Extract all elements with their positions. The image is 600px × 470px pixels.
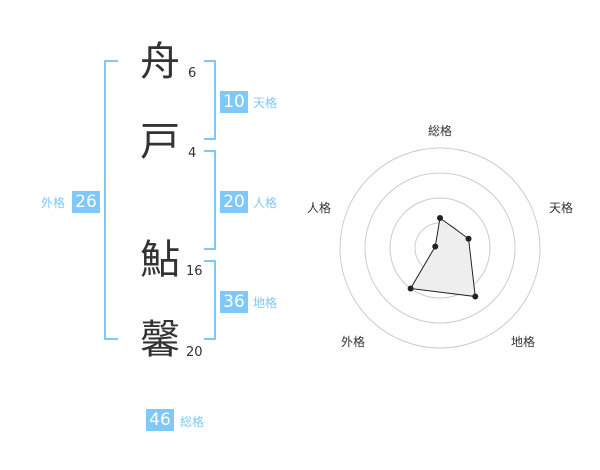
tenkaku-label: 天格	[253, 96, 278, 110]
jinkaku-label: 人格	[253, 196, 278, 210]
fortune-radar-chart	[339, 147, 541, 349]
soukaku-label: 総格	[180, 415, 205, 429]
radar-label-gaikaku: 外格	[341, 335, 366, 349]
radar-polygon	[409, 217, 476, 298]
chikaku-value: 36	[220, 291, 248, 313]
jinkaku-bracket	[204, 150, 216, 250]
tenkaku-bracket	[204, 60, 216, 140]
chikaku-label: 地格	[253, 296, 278, 310]
gaikaku-label: 外格	[41, 196, 66, 210]
radar-point	[437, 215, 443, 221]
radar-label-chikaku: 地格	[511, 335, 536, 349]
name-char-2: 戸	[140, 119, 180, 165]
radar-ring	[364, 172, 516, 324]
stroke-count-4: 20	[186, 345, 203, 360]
name-char-4: 馨	[140, 317, 180, 363]
radar-ring	[389, 197, 491, 299]
name-char-1: 舟	[140, 39, 180, 85]
chikaku-bracket	[204, 260, 216, 340]
radar-point	[472, 293, 479, 300]
stroke-count-3: 16	[186, 264, 203, 279]
stroke-count-1: 6	[188, 66, 197, 81]
radar-label-soukaku: 総格	[428, 124, 453, 138]
gaikaku-value: 26	[72, 191, 100, 213]
name-char-3: 鮎	[140, 237, 180, 283]
radar-ring	[339, 147, 541, 349]
radar-label-tenkaku: 天格	[549, 201, 574, 215]
gaikaku-bracket	[104, 60, 118, 340]
radar-point	[432, 243, 439, 250]
tenkaku-value: 10	[220, 91, 248, 113]
radar-point	[465, 235, 472, 242]
soukaku-value: 46	[146, 409, 174, 431]
radar-point	[407, 285, 414, 292]
radar-label-jinkaku: 人格	[307, 201, 332, 215]
jinkaku-value: 20	[220, 191, 248, 213]
stroke-count-2: 4	[188, 146, 197, 161]
